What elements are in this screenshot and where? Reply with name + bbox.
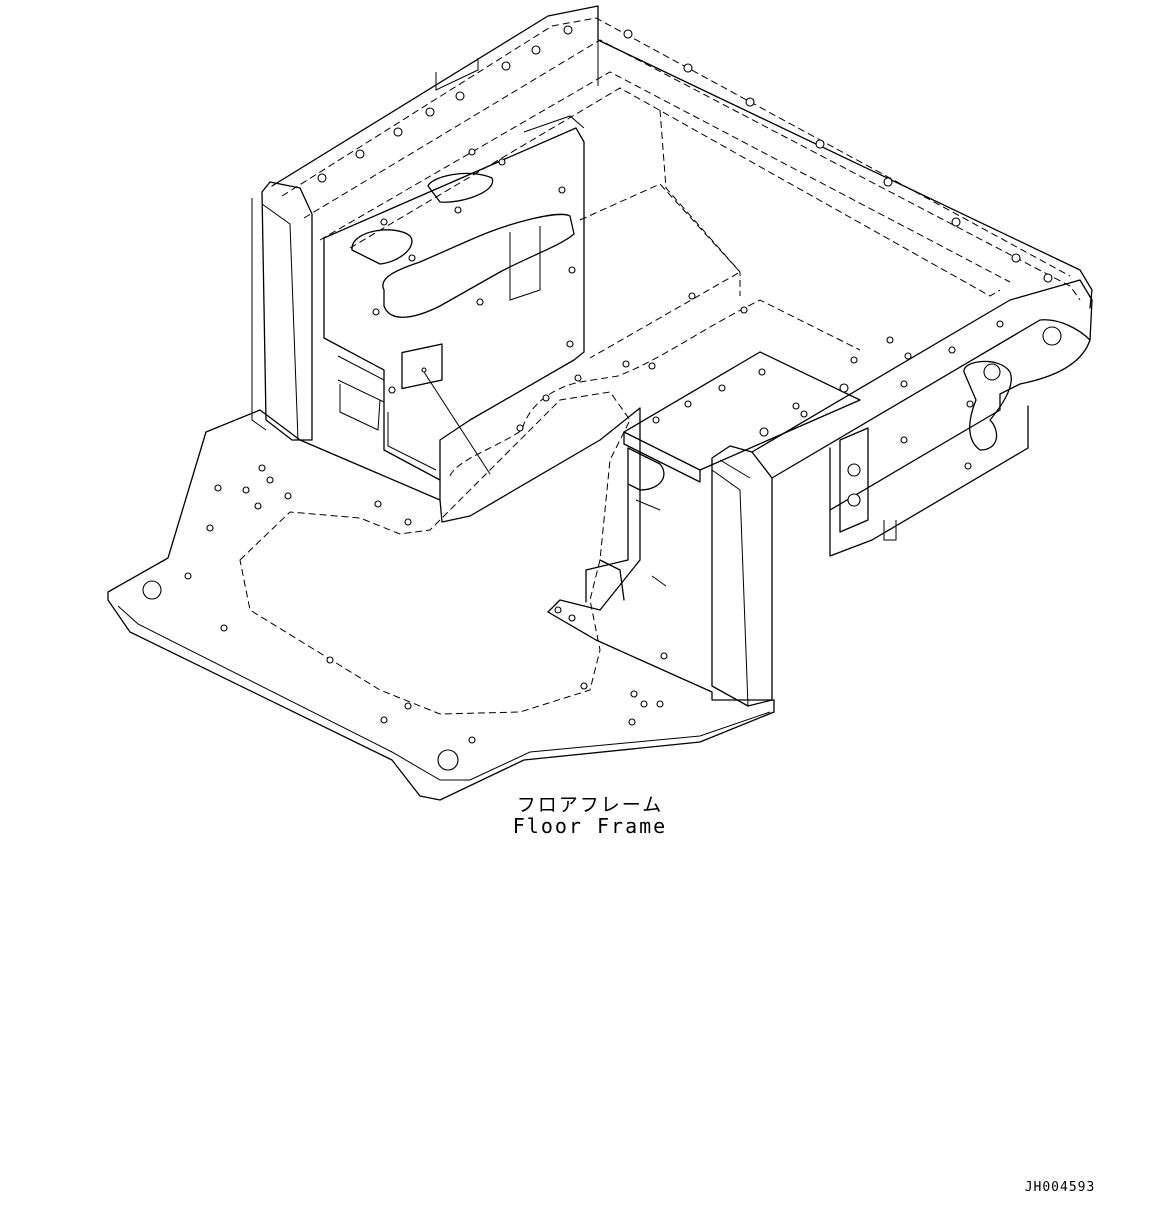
label-plate [401, 343, 443, 390]
right-frame-holes [850, 320, 1004, 388]
drawing-number: JH004593 [1024, 1180, 1096, 1195]
right-side-frame [751, 279, 1093, 557]
part-name-english: Floor Frame [512, 814, 668, 838]
left-pillar [251, 181, 313, 441]
center-holes [516, 292, 748, 432]
floor-center [449, 292, 861, 477]
console-holes [372, 148, 576, 394]
part-name-japanese: フロアフレーム [516, 794, 664, 816]
floor-plate-holes [142, 464, 668, 771]
step-holes [652, 368, 849, 437]
left-console [323, 115, 585, 501]
top-frame-holes [317, 25, 1053, 283]
rear-top-frame [271, 5, 1093, 359]
floor-plate [107, 391, 775, 801]
leader-line [423, 371, 491, 475]
right-step-box [585, 351, 861, 603]
right-pillar [711, 445, 773, 707]
